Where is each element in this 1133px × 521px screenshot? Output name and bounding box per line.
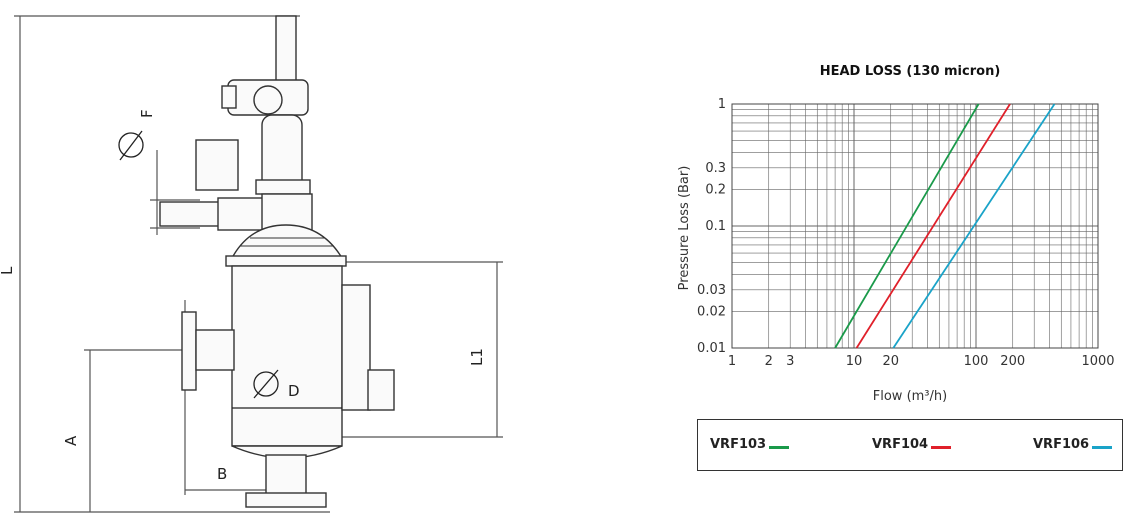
x-tick-label: 20 [882,354,899,369]
x-tick-label: 1000 [1081,354,1114,369]
y-tick-label: 1 [718,97,726,112]
legend-label: VRF104 [872,437,929,452]
dim-label-B: B [217,465,227,483]
legend-item-vrf104: VRF104 [872,437,952,452]
y-tick-label: 0.2 [705,182,726,197]
y-tick-label: 0.03 [697,283,726,298]
y-tick-label: 0.1 [705,219,726,234]
dim-label-L1: L1 [468,348,486,366]
dim-label-F: F [138,109,156,118]
series-line-vrf106 [892,103,1056,349]
legend-label: VRF106 [1033,437,1090,452]
y-axis-label: Pressure Loss (Bar) [677,166,692,291]
dim-label-L: L [0,266,16,275]
legend-item-vrf106: VRF106 [1033,437,1113,452]
x-axis-label: Flow (m³/h) [873,389,947,404]
legend-swatch-green [769,446,790,449]
y-tick-label: 0.01 [697,341,726,356]
legend-swatch-red [931,446,952,449]
dim-label-D: D [288,382,300,400]
x-tick-label: 10 [846,354,863,369]
chart-title: HEAD LOSS (130 micron) [820,64,1001,79]
plot-frame [731,103,1099,349]
filter-technical-drawing: L F L1 A B D [0,15,503,513]
x-tick-label: 1 [728,354,736,369]
series-line-vrf104 [855,103,1011,349]
legend-swatch-blue [1092,446,1113,449]
x-tick-label: 2 [765,354,773,369]
x-tick-label: 100 [964,354,989,369]
chart-legend: VRF103 VRF104 VRF106 [697,419,1123,471]
chart-grid [731,103,1099,349]
legend-label: VRF103 [710,437,767,452]
series-line-vrf103 [834,103,980,349]
x-tick-label: 200 [1000,354,1025,369]
y-tick-label: 0.3 [705,161,726,176]
y-tick-label: 0.02 [697,304,726,319]
legend-item-vrf103: VRF103 [710,437,790,452]
x-tick-label: 3 [786,354,794,369]
chart-series [834,103,1056,349]
dim-label-A: A [62,435,80,446]
